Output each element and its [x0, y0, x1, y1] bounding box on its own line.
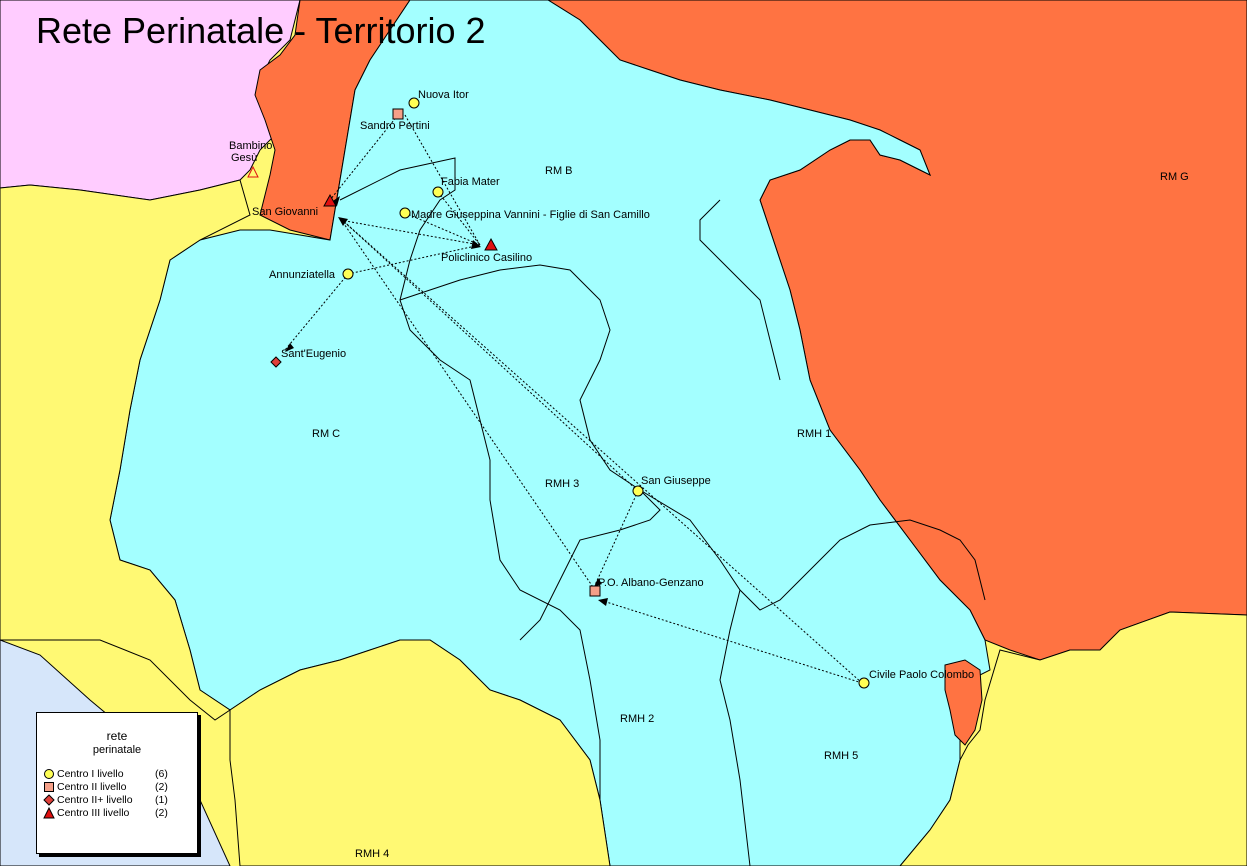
- san-giovanni-marker[interactable]: [323, 193, 337, 207]
- label-rmh5: RMH 5: [824, 750, 858, 762]
- fabia-mater-marker[interactable]: [432, 186, 444, 198]
- albano-genzano-marker[interactable]: [589, 585, 601, 597]
- label-rmh2: RMH 2: [620, 713, 654, 725]
- legend-item-label: Centro III livello: [57, 807, 130, 819]
- red-triangle-icon: [43, 807, 55, 819]
- label-annunziatella: Annunziatella: [269, 269, 336, 281]
- policlinico-casilino-marker[interactable]: [484, 237, 498, 251]
- legend-item: Centro I livello (6): [43, 768, 168, 780]
- rmh4-area: [229, 639, 611, 866]
- arrowheads: [285, 196, 608, 606]
- label-bambino: Bambino: [229, 140, 272, 152]
- annunziatella-marker[interactable]: [342, 268, 354, 280]
- label-rm-c: RM C: [312, 428, 340, 440]
- label-policlinico-casilino: Policlinico Casilino: [441, 252, 532, 264]
- network-links: [284, 114, 863, 684]
- orange-patch: [944, 659, 983, 746]
- legend-item-label: Centro II livello: [57, 781, 127, 793]
- legend-item-label: Centro I livello: [57, 768, 124, 780]
- label-madre-giuseppina: Madre Giuseppina Vannini - Figlie di San…: [411, 209, 650, 221]
- madre-giuseppina-marker[interactable]: [399, 207, 411, 219]
- label-san-giuseppe: San Giuseppe: [641, 475, 711, 487]
- legend-item-label: Centro II+ livello: [57, 794, 133, 806]
- label-nuova-itor: Nuova Itor: [418, 89, 469, 101]
- label-albano-genzano: P.O. Albano-Genzano: [598, 577, 704, 589]
- legend: rete perinatale Centro I livello (6) Cen…: [36, 712, 198, 854]
- label-rmh3: RMH 3: [545, 478, 579, 490]
- label-sandro-pertini: Sandro Pertini: [360, 120, 430, 132]
- red-diamond-icon: [43, 794, 55, 806]
- label-sant-eugenio: Sant'Eugenio: [281, 348, 346, 360]
- yellow-right-area: [899, 611, 1247, 866]
- legend-subtitle: perinatale: [92, 744, 142, 756]
- legend-item: Centro III livello (2): [43, 807, 168, 819]
- nuova-itor-marker[interactable]: [408, 97, 420, 109]
- salmon-square-icon: [44, 782, 54, 792]
- district-boundaries: [339, 157, 986, 866]
- facility-labels: Nuova Itor Sandro Pertini Bambino Gesù S…: [229, 89, 974, 681]
- sant-eugenio-marker[interactable]: [270, 356, 282, 368]
- label-rmh1: RMH 1: [797, 428, 831, 440]
- facility-markers: [247, 97, 870, 689]
- area-labels: RM B RM C RM G RMH 1 RMH 2 RMH 3 RMH 4 R…: [312, 165, 1189, 860]
- label-gesu: Gesù: [231, 152, 257, 164]
- legend-item: Centro II+ livello (1): [43, 794, 168, 806]
- label-rmh4: RMH 4: [355, 848, 389, 860]
- legend-item-count: (2): [155, 807, 168, 819]
- label-san-giovanni: San Giovanni: [252, 206, 318, 218]
- label-rm-b: RM B: [545, 165, 573, 177]
- sandro-pertini-marker[interactable]: [392, 108, 404, 120]
- legend-item-count: (1): [155, 794, 168, 806]
- yellow-left-area: [0, 179, 251, 721]
- paolo-colombo-marker[interactable]: [858, 677, 870, 689]
- legend-title: rete: [106, 729, 128, 743]
- bambino-gesu-marker[interactable]: [247, 165, 259, 178]
- label-paolo-colombo: Civile Paolo Colombo: [869, 669, 974, 681]
- map-title: Rete Perinatale - Territorio 2: [36, 10, 486, 51]
- san-giuseppe-marker[interactable]: [632, 485, 644, 497]
- label-fabia-mater: Fabia Mater: [441, 176, 500, 188]
- legend-item-count: (2): [155, 781, 168, 793]
- yellow-circle-icon: [44, 769, 54, 779]
- legend-item: Centro II livello (2): [43, 781, 168, 793]
- legend-item-count: (6): [155, 768, 168, 780]
- label-rm-g: RM G: [1160, 171, 1189, 183]
